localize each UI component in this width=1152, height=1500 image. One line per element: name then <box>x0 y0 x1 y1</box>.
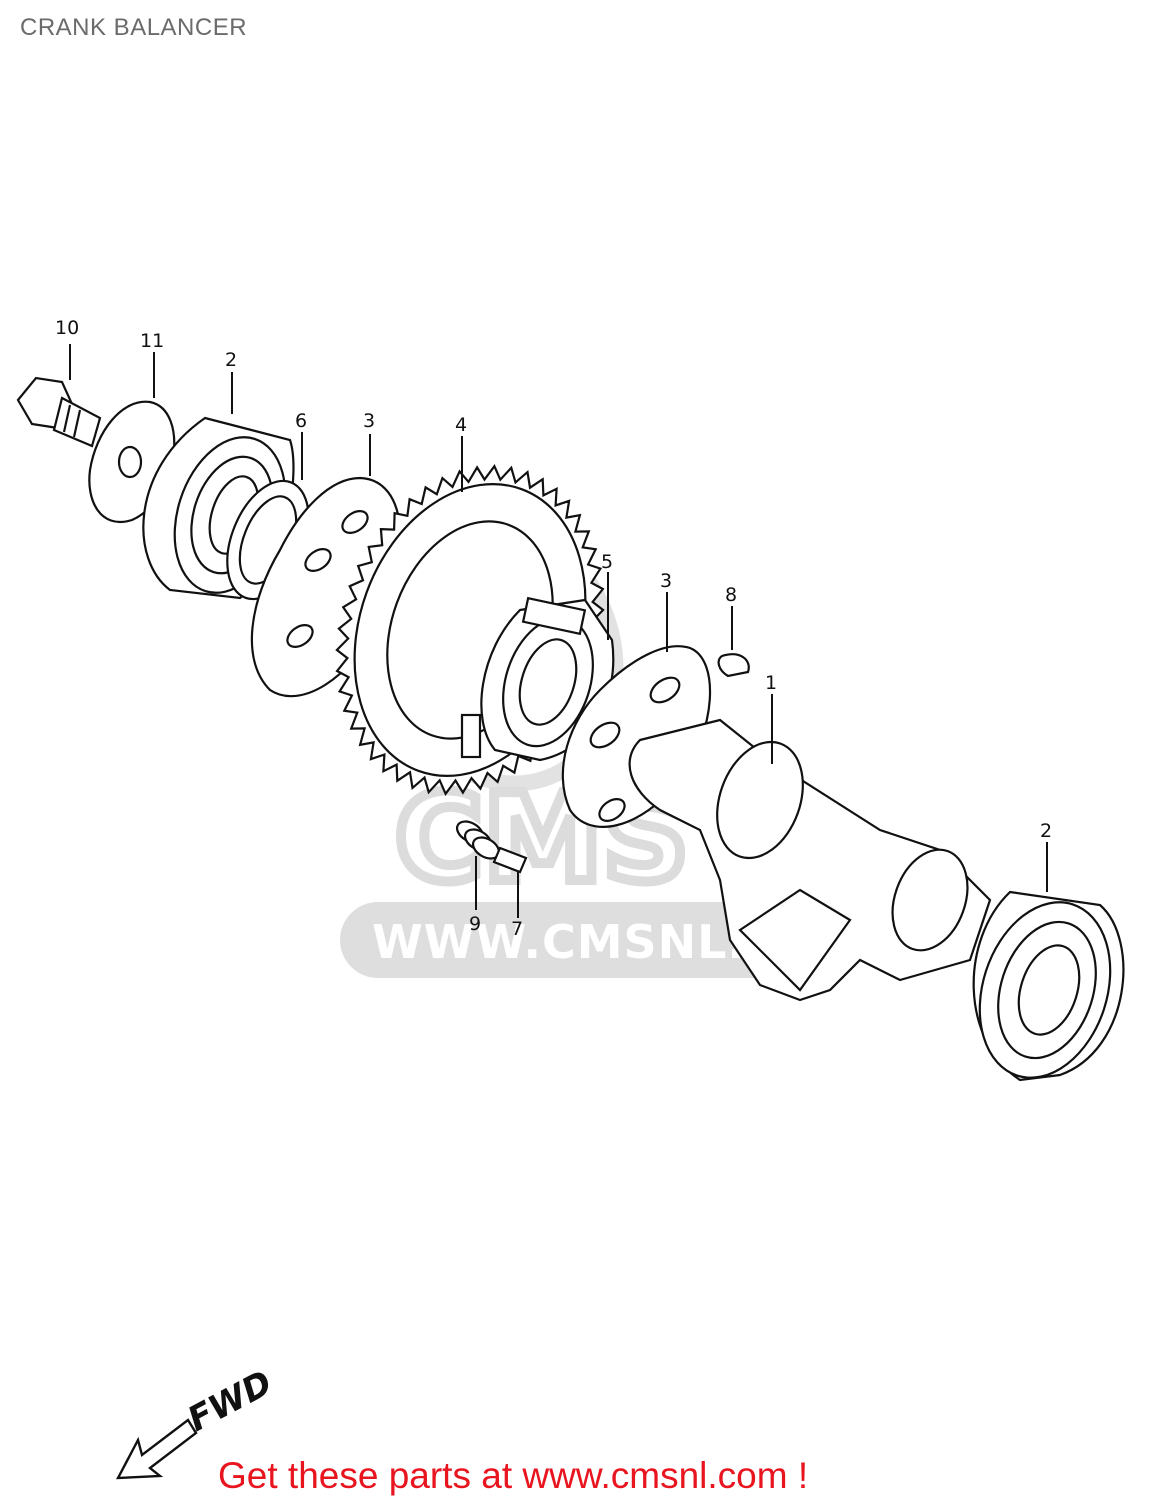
fwd-arrow-icon <box>115 1418 198 1480</box>
callout-6: 6 <box>295 410 307 432</box>
callout-2-right: 2 <box>1040 820 1052 842</box>
leader-lines <box>69 344 1048 918</box>
promo-link[interactable]: Get these parts at www.cmsnl.com ! <box>218 1455 809 1496</box>
callout-9: 9 <box>469 913 481 935</box>
part-10-bolt <box>16 376 102 448</box>
part-8-key <box>717 653 750 678</box>
callout-5: 5 <box>601 551 613 573</box>
page-title: CRANK BALANCER <box>20 14 248 41</box>
part-7-pin <box>492 846 528 874</box>
callout-8: 8 <box>725 584 737 606</box>
part-1-balancer-shaft <box>628 718 992 1002</box>
callout-11: 11 <box>140 330 164 352</box>
callout-3-right: 3 <box>660 570 672 592</box>
fwd-label: FWD <box>181 1363 278 1440</box>
callout-2-left: 2 <box>225 349 237 371</box>
callout-4: 4 <box>455 414 467 436</box>
callout-1: 1 <box>765 672 777 694</box>
part-2-bearing-right <box>972 890 1125 1082</box>
callout-labels: 10 11 2 6 3 4 5 3 8 1 2 9 7 <box>55 317 1052 940</box>
callout-3-left: 3 <box>363 410 375 432</box>
callout-7: 7 <box>511 918 523 940</box>
part-9-spring <box>455 820 501 860</box>
callout-10: 10 <box>55 317 79 339</box>
